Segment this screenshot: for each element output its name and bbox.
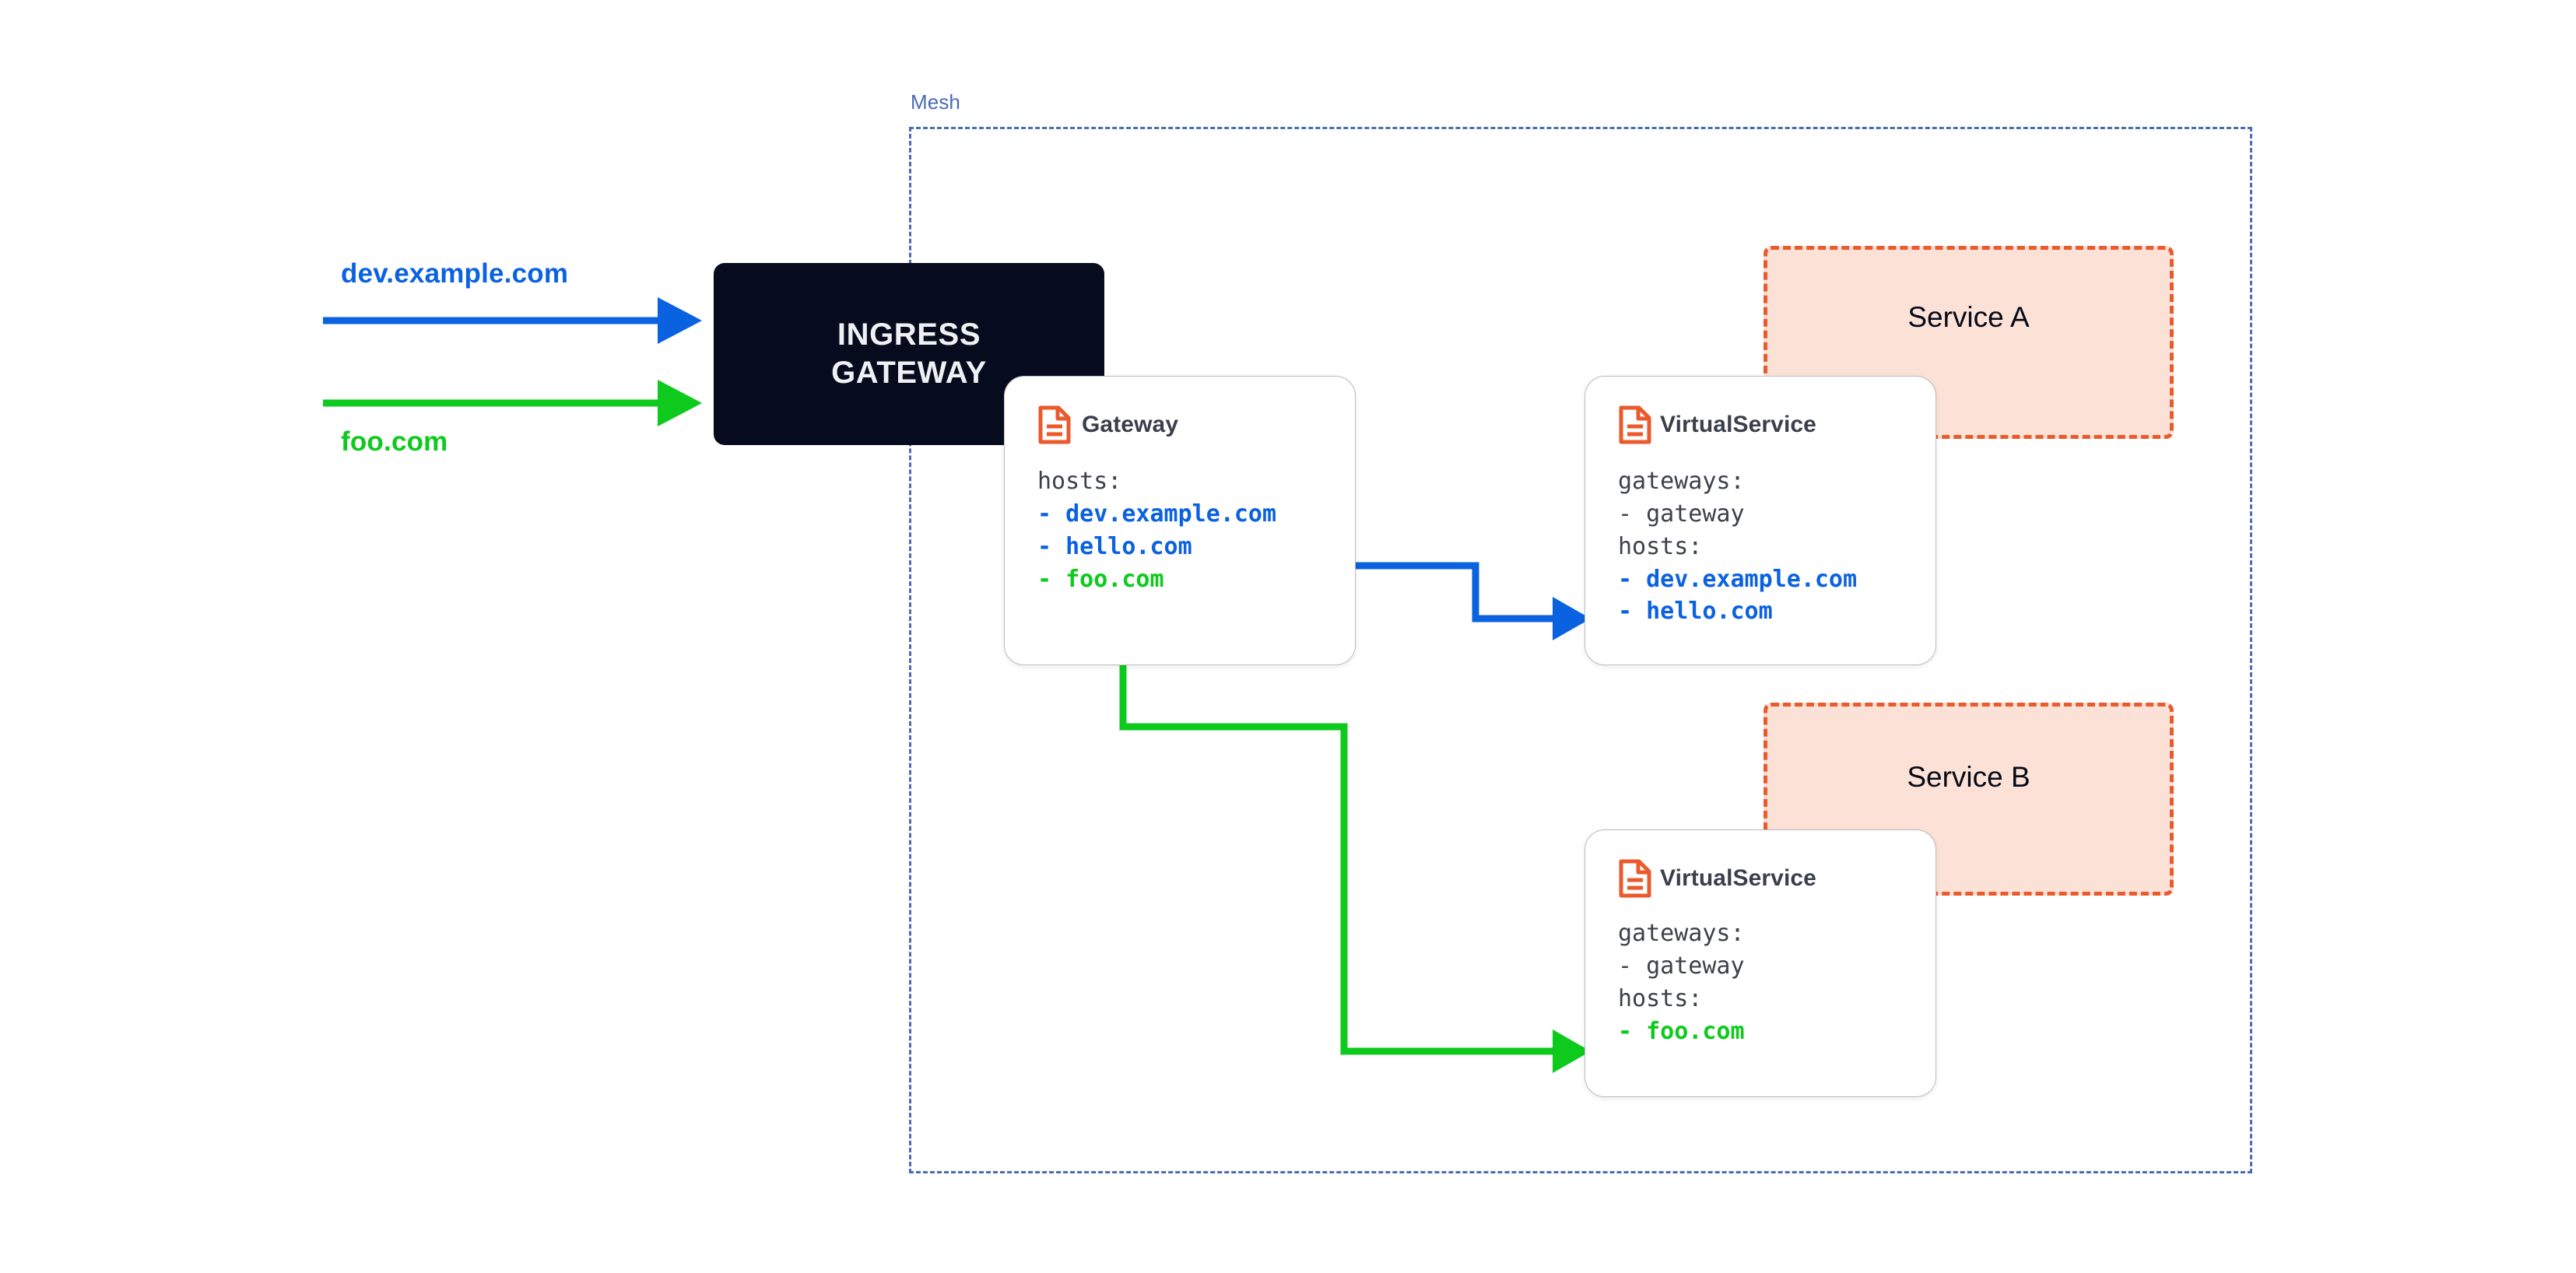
document-icon <box>1619 405 1651 444</box>
code-token: - <box>1618 1017 1647 1045</box>
service-b-label: Service B <box>1907 761 2030 793</box>
code-token: - <box>1037 532 1066 560</box>
code-line: - dev.example.com <box>1037 498 1355 531</box>
code-line: - dev.example.com <box>1618 563 1936 596</box>
document-icon <box>1038 405 1071 444</box>
gateway-card-title: Gateway <box>1082 412 1179 437</box>
document-icon <box>1619 859 1651 898</box>
ingress-gateway-line2: GATEWAY <box>831 356 987 390</box>
code-line: - hello.com <box>1037 531 1355 563</box>
code-line: hosts: <box>1037 465 1355 498</box>
code-token: hello.com <box>1646 598 1773 626</box>
foo-ingress-arrow <box>323 380 702 426</box>
code-token: foo.com <box>1646 1017 1745 1045</box>
code-token: gateways: <box>1618 468 1745 495</box>
code-token: - <box>1618 598 1647 626</box>
gateway-card-code: hosts:- dev.example.com- hello.com- foo.… <box>1005 445 1355 595</box>
code-token: hosts: <box>1618 984 1703 1012</box>
entry-label-dev-example: dev.example.com <box>341 258 569 289</box>
code-token: dev.example.com <box>1646 565 1858 593</box>
code-token: hosts: <box>1037 468 1122 495</box>
virtualservice-a-card[interactable]: VirtualService gateways: - gateway hosts: -… <box>1585 376 1936 665</box>
code-line: - foo.com <box>1037 563 1355 596</box>
virtualservice-a-card-code: gateways: - gateway hosts: - dev.example.co… <box>1585 445 1936 628</box>
code-token: foo.com <box>1065 565 1164 593</box>
service-a-label: Service A <box>1907 301 2030 333</box>
code-line: gateways: <box>1618 917 1936 950</box>
mesh-label: Mesh <box>911 90 960 114</box>
virtualservice-b-card-header: VirtualService <box>1585 830 1936 899</box>
code-line: hosts: <box>1618 531 1936 563</box>
service-a-box: Service A <box>1764 246 2174 439</box>
gateway-card[interactable]: Gateway hosts:- dev.example.com- hello.c… <box>1004 376 1356 665</box>
mesh-boundary <box>909 127 2252 1173</box>
code-token: - <box>1037 500 1066 528</box>
code-token: - gateway <box>1618 952 1745 980</box>
gateway-to-virtualservice-b <box>1119 622 1591 1073</box>
code-token: dev.example.com <box>1065 500 1277 528</box>
code-token: - <box>1037 565 1066 593</box>
entry-label-foo: foo.com <box>341 426 448 457</box>
virtualservice-b-card-code: gateways: - gateway hosts: - foo.com <box>1585 899 1936 1047</box>
code-token: hello.com <box>1065 532 1192 560</box>
code-line: - gateway <box>1618 498 1936 531</box>
code-line: - hello.com <box>1618 595 1936 628</box>
dev-example-ingress-arrow <box>323 297 702 344</box>
code-token: hosts: <box>1618 532 1703 560</box>
code-line: gateways: <box>1618 465 1936 498</box>
code-token: - <box>1618 565 1647 593</box>
code-line: hosts: <box>1618 983 1936 1015</box>
virtualservice-b-card[interactable]: VirtualService gateways: - gateway hosts: -… <box>1585 829 1936 1097</box>
ingress-gateway-line1: INGRESS <box>837 317 981 352</box>
virtualservice-b-card-title: VirtualService <box>1660 865 1816 891</box>
gateway-to-virtualservice-a <box>1335 562 1591 640</box>
code-line: - gateway <box>1618 950 1936 983</box>
code-token: gateways: <box>1618 920 1745 947</box>
gateway-card-header: Gateway <box>1005 377 1355 445</box>
code-line: - foo.com <box>1618 1015 1936 1048</box>
code-token: - gateway <box>1618 500 1745 528</box>
virtualservice-a-card-title: VirtualService <box>1660 412 1816 437</box>
virtualservice-a-card-header: VirtualService <box>1585 377 1936 445</box>
